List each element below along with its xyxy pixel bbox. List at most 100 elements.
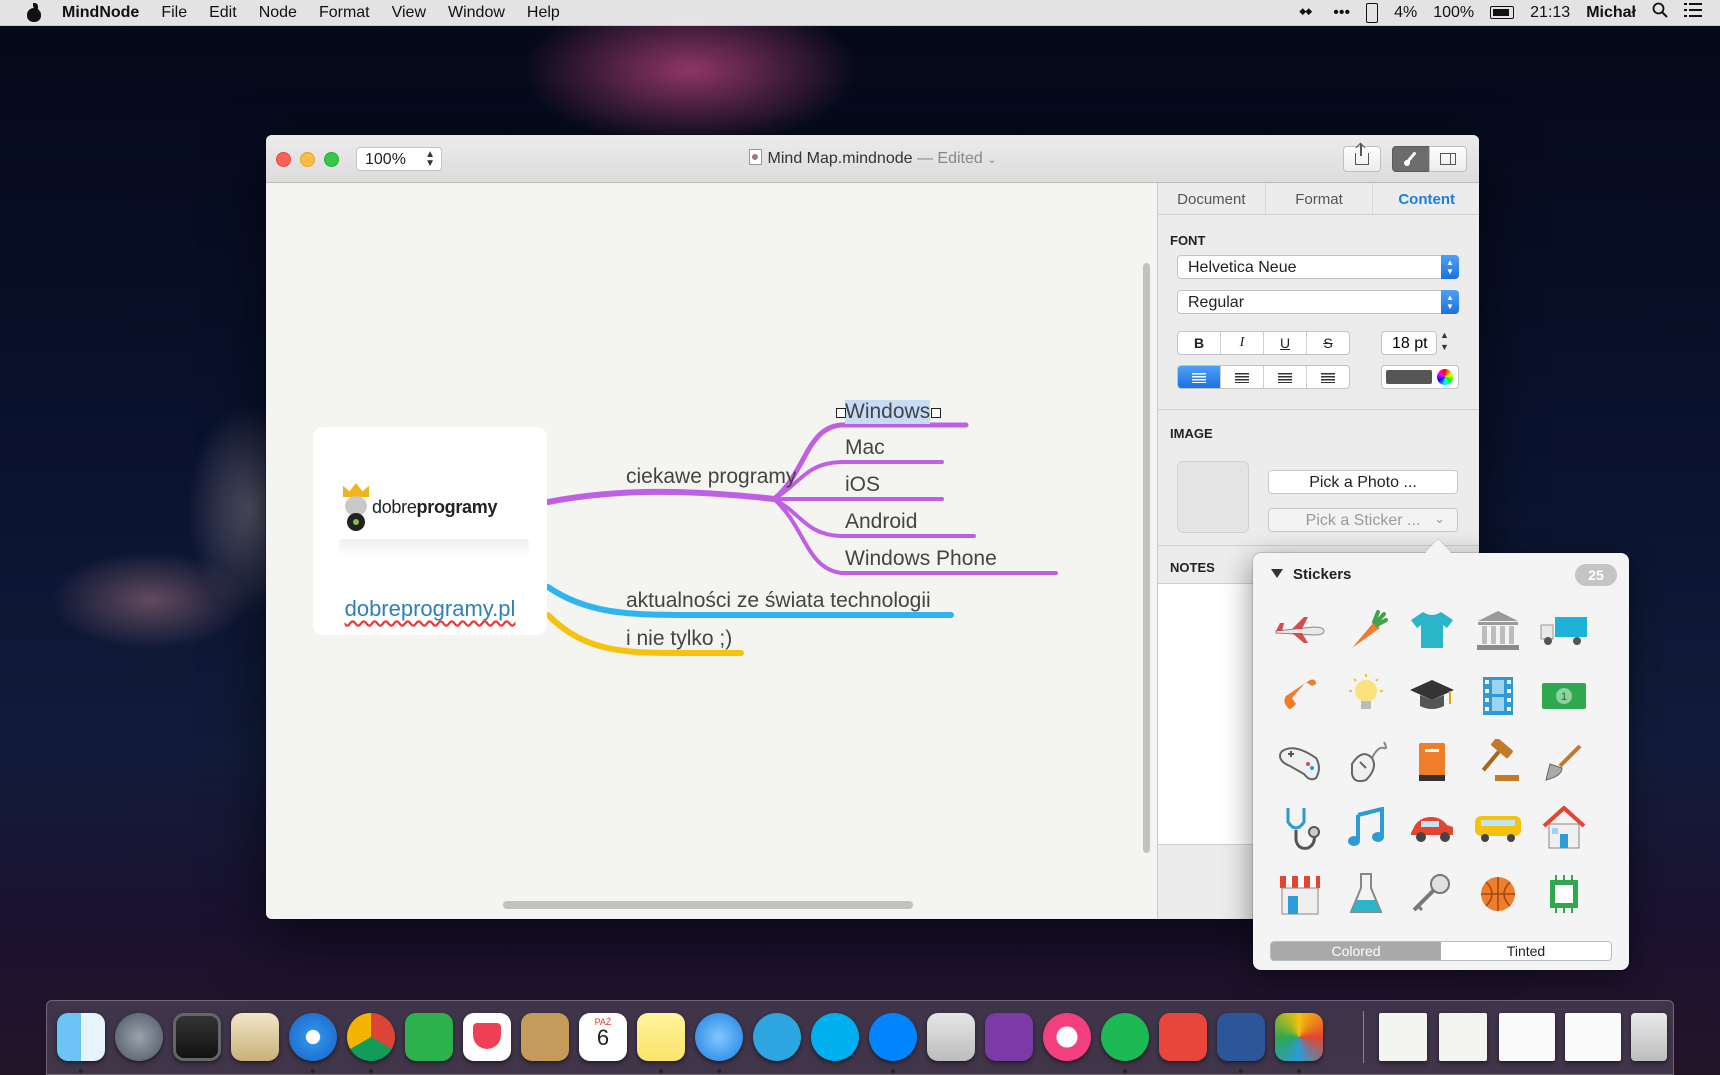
- gavel-icon[interactable]: [1465, 729, 1531, 795]
- chip-icon[interactable]: [1531, 861, 1597, 927]
- align-left-button[interactable]: [1178, 366, 1221, 388]
- font-family-select[interactable]: Helvetica Neue ▲▼: [1177, 255, 1459, 279]
- apple-menu-icon[interactable]: [24, 2, 44, 23]
- contacts-icon[interactable]: [521, 1013, 569, 1061]
- node-windows[interactable]: Windows: [845, 400, 931, 424]
- battery-percent[interactable]: 100%: [1433, 3, 1475, 21]
- color-wheel-icon[interactable]: [1437, 369, 1453, 385]
- gamepad-icon[interactable]: [1267, 729, 1333, 795]
- zoom-select[interactable]: 100% ▲▼: [356, 147, 442, 171]
- menu-help[interactable]: Help: [526, 3, 560, 21]
- truck-icon[interactable]: [1531, 597, 1597, 663]
- minimized-window-thumbnail[interactable]: [1379, 1013, 1427, 1061]
- menu-node[interactable]: Node: [258, 3, 297, 21]
- downloader-icon[interactable]: [1159, 1013, 1207, 1061]
- share-button[interactable]: [1343, 144, 1381, 172]
- close-button[interactable]: [276, 152, 291, 167]
- chrome-icon[interactable]: [347, 1013, 395, 1061]
- mouse-battery-icon[interactable]: [1366, 2, 1379, 23]
- horizontal-scrollbar[interactable]: [503, 901, 913, 909]
- minimized-window-thumbnail[interactable]: [1565, 1013, 1621, 1061]
- toggle-sidebar-button[interactable]: [1429, 146, 1467, 172]
- onenote-icon[interactable]: [985, 1013, 1033, 1061]
- shovel-icon[interactable]: [1531, 729, 1597, 795]
- graduation-cap-icon[interactable]: [1399, 663, 1465, 729]
- node-android[interactable]: Android: [845, 510, 918, 533]
- minimized-window-thumbnail[interactable]: [1439, 1013, 1487, 1061]
- menu-format[interactable]: Format: [318, 3, 370, 21]
- inspector-style-button[interactable]: [1392, 146, 1430, 172]
- selection-handle-right[interactable]: [931, 408, 941, 418]
- align-right-button[interactable]: [1264, 366, 1307, 388]
- colored-mode-button[interactable]: Colored: [1271, 942, 1441, 960]
- finder-icon[interactable]: [57, 1013, 105, 1061]
- mind-map-canvas[interactable]: dobreprogramy dobreprogramy.pl ciekawe p…: [266, 183, 1157, 919]
- strikethrough-button[interactable]: S: [1323, 335, 1333, 351]
- menu-window[interactable]: Window: [448, 3, 505, 21]
- edited-status[interactable]: — Edited: [916, 150, 983, 167]
- root-node-link[interactable]: dobreprogramy.pl: [344, 596, 516, 621]
- clock[interactable]: 21:13: [1530, 3, 1571, 21]
- underline-button[interactable]: U: [1264, 332, 1307, 354]
- notification-center-icon[interactable]: [1684, 3, 1702, 22]
- lightbulb-icon[interactable]: [1333, 663, 1399, 729]
- node-ios[interactable]: iOS: [845, 473, 881, 496]
- zoom-button[interactable]: [324, 152, 339, 167]
- messages-icon[interactable]: [695, 1013, 743, 1061]
- font-size-field[interactable]: 18 pt: [1381, 331, 1437, 355]
- minimize-button[interactable]: [300, 152, 315, 167]
- phone-icon[interactable]: [1267, 663, 1333, 729]
- battery-icon[interactable]: [1490, 6, 1515, 19]
- preview-icon[interactable]: [927, 1013, 975, 1061]
- carrot-icon[interactable]: [1333, 597, 1399, 663]
- launchpad-icon[interactable]: [115, 1013, 163, 1061]
- airplane-icon[interactable]: [1267, 597, 1333, 663]
- text-color-well[interactable]: [1381, 365, 1459, 389]
- bold-button[interactable]: B: [1178, 332, 1221, 354]
- film-icon[interactable]: [1465, 663, 1531, 729]
- photo-booth-icon[interactable]: [173, 1013, 221, 1061]
- safari-icon[interactable]: [289, 1013, 337, 1061]
- vertical-scrollbar[interactable]: [1143, 263, 1150, 853]
- menu-edit[interactable]: Edit: [209, 3, 237, 21]
- mail-icon[interactable]: [231, 1013, 279, 1061]
- house-icon[interactable]: [1531, 795, 1597, 861]
- tshirt-icon[interactable]: [1399, 597, 1465, 663]
- music-note-icon[interactable]: [1333, 795, 1399, 861]
- font-style-select[interactable]: Regular ▲▼: [1177, 290, 1459, 314]
- pick-sticker-button[interactable]: Pick a Sticker ... ⌄: [1268, 508, 1458, 532]
- minimized-window-thumbnail[interactable]: [1499, 1013, 1555, 1061]
- mouse-icon[interactable]: [1333, 729, 1399, 795]
- italic-button[interactable]: I: [1221, 332, 1264, 354]
- title-bar[interactable]: 100% ▲▼ Mind Map.mindnode — Edited ⌄: [266, 135, 1479, 183]
- car-icon[interactable]: [1399, 795, 1465, 861]
- selection-handle-left[interactable]: [836, 408, 846, 418]
- image-well[interactable]: [1177, 461, 1249, 533]
- money-icon[interactable]: 1: [1531, 663, 1597, 729]
- disclosure-triangle-icon[interactable]: [1271, 569, 1283, 578]
- align-center-button[interactable]: [1221, 366, 1264, 388]
- key-icon[interactable]: [1399, 861, 1465, 927]
- trash-icon[interactable]: [1631, 1013, 1667, 1061]
- node-windows-phone[interactable]: Windows Phone: [845, 547, 997, 570]
- notes-app-icon[interactable]: [637, 1013, 685, 1061]
- chevron-down-icon[interactable]: ⌄: [987, 154, 997, 166]
- node-aktualnosci[interactable]: aktualności ze świata technologii: [626, 589, 931, 612]
- font-size-stepper[interactable]: ▲▼: [1440, 330, 1449, 352]
- shop-icon[interactable]: [1267, 861, 1333, 927]
- pick-photo-button[interactable]: Pick a Photo ...: [1268, 470, 1458, 494]
- stethoscope-icon[interactable]: [1267, 795, 1333, 861]
- more-icon[interactable]: •••: [1333, 3, 1351, 21]
- spotify-icon[interactable]: [1101, 1013, 1149, 1061]
- root-node[interactable]: dobreprogramy dobreprogramy.pl: [313, 427, 547, 635]
- basketball-icon[interactable]: [1465, 861, 1531, 927]
- pocket-icon[interactable]: [463, 1013, 511, 1061]
- tab-format[interactable]: Format: [1266, 183, 1374, 214]
- mindnode-icon[interactable]: [1275, 1013, 1323, 1061]
- book-icon[interactable]: [1399, 729, 1465, 795]
- bank-icon[interactable]: [1465, 597, 1531, 663]
- bus-icon[interactable]: [1465, 795, 1531, 861]
- node-i-nie-tylko[interactable]: i nie tylko ;): [626, 627, 733, 650]
- flask-icon[interactable]: [1333, 861, 1399, 927]
- tinted-mode-button[interactable]: Tinted: [1441, 942, 1611, 960]
